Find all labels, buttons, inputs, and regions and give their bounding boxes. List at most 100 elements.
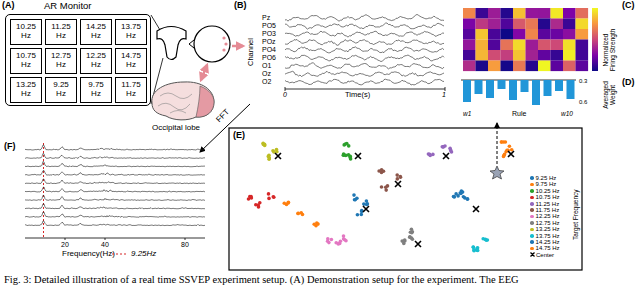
stimulus-box: 13.75 Hz: [115, 19, 147, 45]
embedding-point: [352, 193, 356, 197]
legend-text: 10.25 Hz: [536, 188, 560, 195]
legend-entry: 13.25 Hz: [530, 226, 560, 232]
stimulus-box: 12.25 Hz: [80, 48, 112, 74]
embedding-point: [326, 240, 330, 244]
weight-bar: [498, 80, 506, 89]
heatmap-cell: [513, 29, 526, 40]
axis-tick: [285, 87, 286, 91]
heatmap-cell: [551, 50, 564, 61]
stimulus-box: 13.25 Hz: [10, 77, 42, 103]
legend-swatch: [530, 252, 535, 257]
embedding-point: [500, 140, 504, 144]
heatmap-cell: [501, 61, 514, 72]
occipital-region: [196, 86, 214, 117]
embedding-point: [339, 240, 343, 244]
heatmap-cell: [563, 40, 576, 51]
legend-entry: 12.75 Hz: [530, 220, 560, 226]
legend-swatch: [530, 215, 534, 219]
tick-label: 1: [442, 91, 446, 99]
heatmap-cell: [476, 50, 489, 61]
heatmap-cell: [576, 8, 589, 19]
heatmap-cell: [576, 50, 589, 61]
legend-text: 13.75 Hz: [536, 233, 560, 240]
embedding-point: [462, 195, 466, 199]
frequency-label: 12.75 Hz: [48, 52, 74, 70]
embedding-point: [347, 144, 351, 148]
center-marker: [473, 206, 479, 212]
legend-swatch-mark: [531, 253, 535, 257]
legend-entry: 9.25 Hz: [530, 175, 556, 181]
heatmap-cell: [501, 40, 514, 51]
embedding-point: [500, 140, 504, 144]
heatmap-cell: [463, 8, 476, 19]
stimulus-box: 11.25 Hz: [45, 19, 77, 45]
colorbar-title: Normalized Firing Strength: [602, 28, 616, 72]
legend-entry: 10.75 Hz: [530, 194, 560, 200]
frequency-label: 13.25 Hz: [13, 81, 39, 99]
channel-name: PO5: [262, 22, 276, 30]
embedding-point: [508, 144, 512, 148]
heatmap-cell: [526, 50, 539, 61]
heatmap-cell: [463, 50, 476, 61]
heatmap-cell: [476, 61, 489, 72]
legend-text: 9.25 Hz: [536, 175, 557, 182]
embedding-point: [453, 195, 457, 199]
embedding-point: [330, 238, 334, 242]
embedding-point: [365, 199, 369, 203]
heatmap-cell: [476, 8, 489, 19]
stimulus-box: 11.75 Hz: [115, 77, 147, 103]
panel-letter: (C): [622, 1, 635, 11]
embedding-point: [504, 140, 508, 144]
ar-headset: [157, 27, 186, 60]
monitor-frame: AR Monitor10.25 Hz11.25 Hz14.25 Hz13.75 …: [5, 14, 151, 106]
axis-title: Rule: [512, 110, 526, 118]
weight-bar: [567, 80, 575, 99]
tick-label: 0: [283, 91, 287, 99]
panel-letter: (D): [622, 78, 635, 88]
axis-title: Frequency(Hz): [62, 250, 115, 259]
heatmap-cell: [563, 61, 576, 72]
tick-label: 80: [181, 241, 189, 249]
embedding-point: [272, 195, 276, 199]
stimulus-box: 9.25 Hz: [45, 77, 77, 103]
legend-entry: Center: [530, 252, 554, 258]
signal-arrow: [201, 65, 207, 80]
heatmap-cell: [526, 29, 539, 40]
legend-text: 12.75 Hz: [536, 220, 560, 227]
embedding-point: [354, 198, 358, 202]
embedding-point: [399, 175, 403, 179]
frequency-label: 9.75 Hz: [83, 81, 109, 99]
legend-text: 9.75 Hz: [536, 181, 557, 188]
axis-title: Time(s): [345, 91, 370, 99]
center-marker: [415, 241, 421, 247]
panel-letter: (B): [234, 1, 247, 11]
heatmap-cell: [513, 19, 526, 30]
embedding-point: [267, 197, 271, 201]
heatmap-cell: [463, 40, 476, 51]
eeg-trace: [285, 55, 444, 62]
embedding-point: [257, 205, 261, 209]
heatmap-cell: [538, 29, 551, 40]
legend-title: Target Frequency: [572, 189, 579, 240]
heatmap-cell: [551, 19, 564, 30]
weight-bar: [463, 80, 471, 102]
center-marker: [395, 181, 401, 187]
eeg-trace: [285, 71, 444, 76]
embedding-point: [395, 173, 399, 177]
heatmap-cell: [526, 8, 539, 19]
channel-name: PO3: [262, 30, 276, 38]
embedding-point: [356, 213, 360, 217]
stimulus-box: 12.75 Hz: [45, 48, 77, 74]
embedding-point: [386, 184, 390, 188]
signal-arrow: [232, 45, 243, 48]
eeg-trace: [285, 31, 444, 37]
legend-entry: 11.25 Hz: [530, 201, 559, 207]
heatmap-cell: [463, 19, 476, 30]
center-marker: [363, 206, 369, 212]
legend-swatch: [530, 189, 534, 193]
legend-entry: 9.25Hz: [112, 250, 156, 259]
embedding-point: [342, 152, 346, 156]
frequency-label: 11.25 Hz: [48, 23, 74, 41]
spectrum-trace: [25, 171, 205, 176]
figure-caption: Fig. 3: Detailed illustration of a real …: [4, 274, 519, 286]
